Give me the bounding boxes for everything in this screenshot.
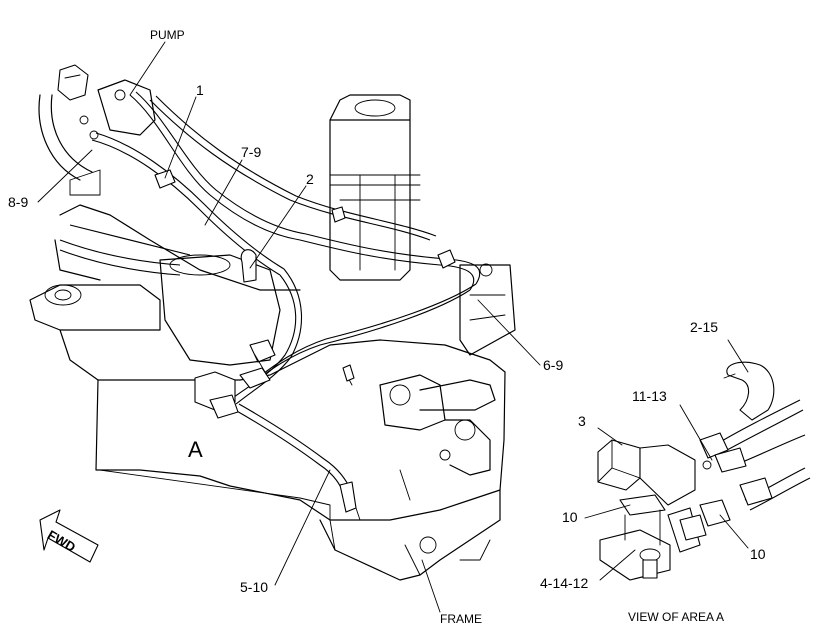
leader-lines [37,41,541,613]
label-a: A [188,437,203,462]
label-1: 1 [196,82,204,98]
label-6-9: 6-9 [543,357,564,373]
label-5-10: 5-10 [240,579,269,595]
label-11-13: 11-13 [632,388,667,404]
label-frame: FRAME [440,612,482,626]
hose-bundle [59,91,481,513]
detail-view-area-a [584,339,811,581]
label-8-9: 8-9 [8,194,29,210]
valve-block-area-a [194,339,276,419]
label-10-right: 10 [750,546,766,562]
fwd-arrow-icon [39,509,99,563]
label-7-9: 7-9 [241,144,262,160]
label-3: 3 [578,413,586,429]
label-4-14-12: 4-14-12 [540,575,589,591]
label-2-15: 2-15 [690,319,719,335]
label-2: 2 [306,171,314,187]
label-10-left: 10 [562,509,578,525]
pump-assembly [38,64,156,181]
frame-body [29,94,516,581]
label-pump: PUMP [150,28,185,42]
label-view-area-a: VIEW OF AREA A [628,610,725,624]
